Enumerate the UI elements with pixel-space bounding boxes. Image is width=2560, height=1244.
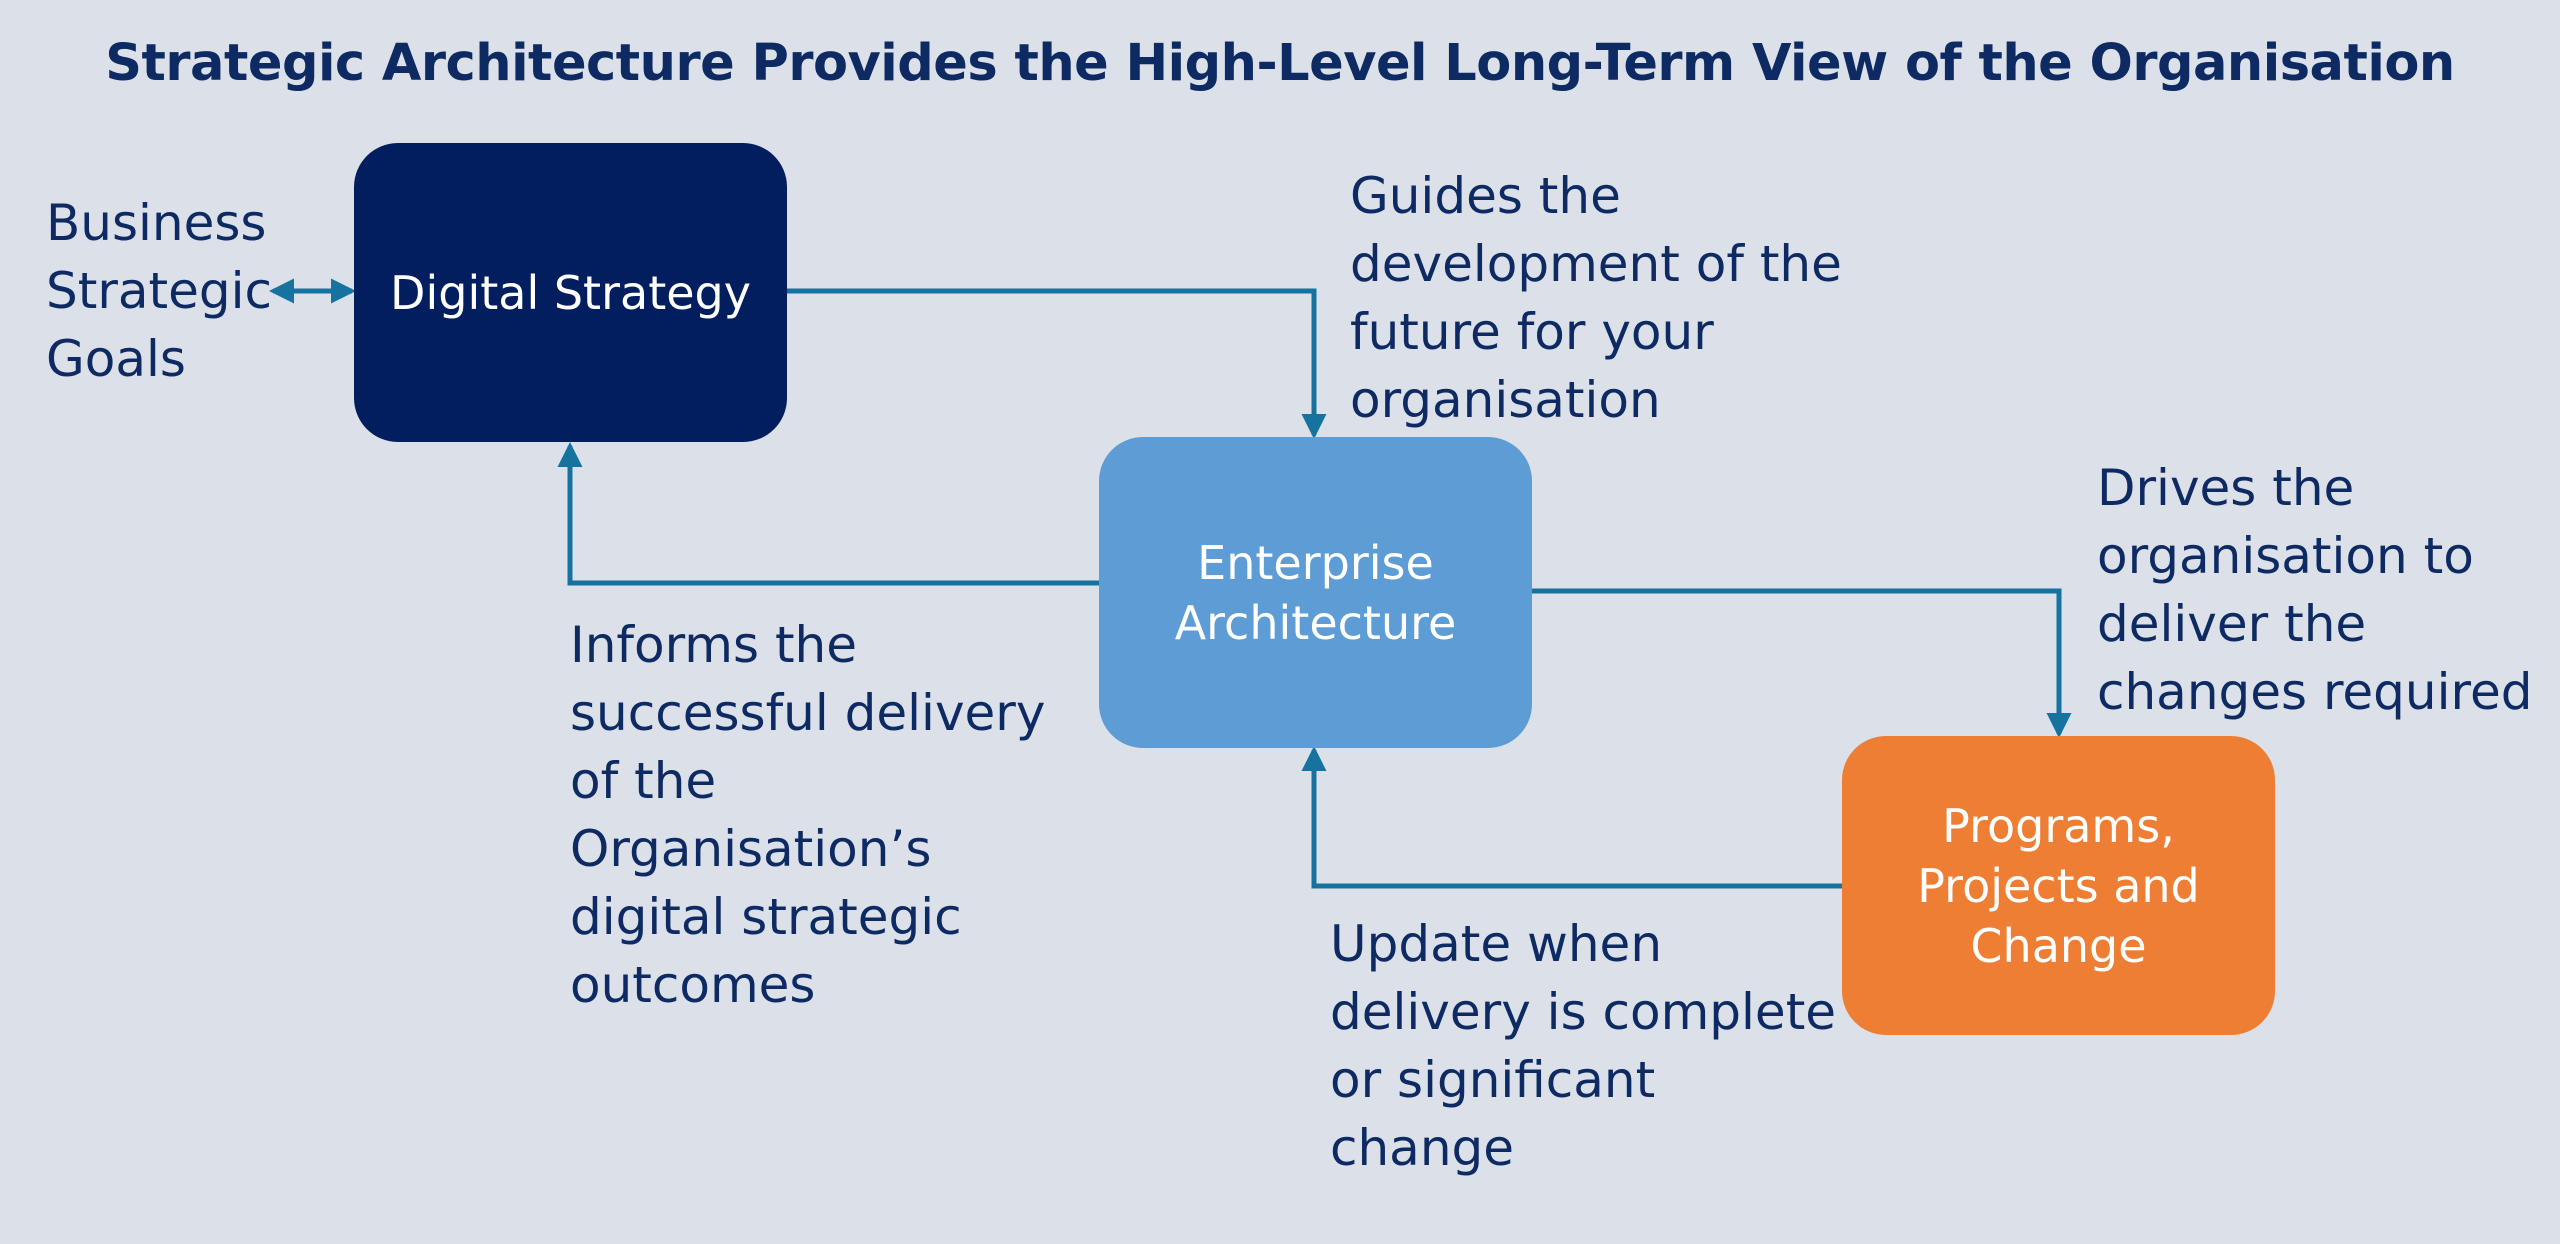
digital-strategy-label: Digital Strategy [390, 265, 751, 320]
diagram-title: Strategic Architecture Provides the High… [105, 34, 2455, 93]
drives-label: Drives the organisation to deliver the c… [2097, 459, 2533, 721]
programs-projects-change-label: Programs, Projects and Change [1917, 798, 2200, 973]
programs-projects-change-box: Programs, Projects and Change [1842, 736, 2275, 1035]
guides-label: Guides the development of the future for… [1350, 167, 1842, 429]
update-label: Update when delivery is complete or sign… [1330, 915, 1837, 1177]
informs-label: Informs the successful delivery of the O… [570, 616, 1046, 1014]
enterprise-architecture-label: Enterprise Architecture [1174, 535, 1457, 650]
digital-strategy-box: Digital Strategy [354, 143, 787, 442]
enterprise-architecture-box: Enterprise Architecture [1099, 437, 1532, 748]
connector-ea-to-programs [1532, 588, 2072, 739]
connector-ea-to-strategy [557, 441, 1099, 586]
connector-strategy-to-ea [787, 288, 1327, 440]
business-strategic-goals-label: Business Strategic Goals [46, 194, 273, 388]
connector-programs-to-ea [1301, 745, 1842, 889]
